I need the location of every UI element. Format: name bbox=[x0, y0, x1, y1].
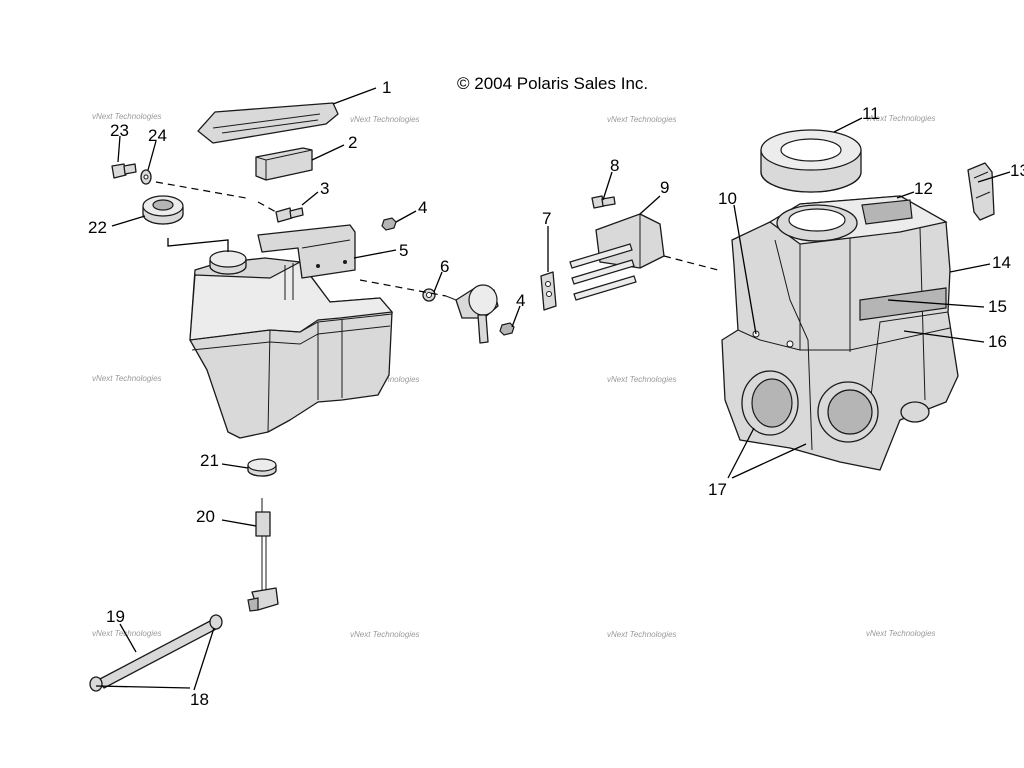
part-clamp-18a bbox=[89, 676, 103, 692]
part-clip-7 bbox=[540, 271, 557, 311]
part-grommet-21 bbox=[247, 458, 277, 477]
callout-11: 11 bbox=[862, 104, 880, 123]
callout-17: 17 bbox=[708, 480, 727, 499]
part-washer-24 bbox=[140, 169, 152, 185]
watermark: vNext Technologies bbox=[607, 630, 677, 639]
watermark: vNext Technologies bbox=[607, 375, 677, 384]
copyright-text: © 2004 Polaris Sales Inc. bbox=[457, 74, 648, 93]
watermark: vNext Technologies bbox=[607, 115, 677, 124]
part-bolt-8 bbox=[591, 195, 616, 209]
part-cover bbox=[197, 102, 339, 144]
callout-23: 23 bbox=[110, 121, 129, 140]
callouts: 1 2 3 4 5 6 4 7 8 9 10 11 12 13 14 15 16… bbox=[88, 78, 1024, 709]
part-bracket-5 bbox=[257, 224, 356, 300]
part-cap bbox=[142, 195, 184, 225]
callout-7: 7 bbox=[542, 209, 551, 228]
part-bracket-9 bbox=[569, 213, 665, 301]
part-nut-4b bbox=[499, 322, 515, 336]
part-grommet-6 bbox=[422, 288, 436, 302]
callout-22: 22 bbox=[88, 218, 107, 237]
callout-9: 9 bbox=[660, 178, 669, 197]
part-nut-4a bbox=[381, 217, 397, 231]
callout-14: 14 bbox=[992, 253, 1011, 272]
part-bolt-23 bbox=[111, 163, 137, 179]
part-bolt-3 bbox=[275, 207, 304, 223]
callout-6: 6 bbox=[440, 257, 449, 276]
callout-4b: 4 bbox=[516, 291, 525, 310]
watermark: vNext Technologies bbox=[92, 374, 162, 383]
callout-21: 21 bbox=[200, 451, 219, 470]
callout-12: 12 bbox=[914, 179, 933, 198]
part-pickup-20 bbox=[247, 498, 279, 612]
part-clip-13 bbox=[967, 162, 995, 221]
watermark: vNext Technologies bbox=[350, 115, 420, 124]
watermark: vNext Technologies bbox=[866, 114, 936, 123]
callout-20: 20 bbox=[196, 507, 215, 526]
callout-1: 1 bbox=[382, 78, 391, 97]
callout-10: 10 bbox=[718, 189, 737, 208]
part-sensor bbox=[445, 284, 499, 344]
part-clamp-18b bbox=[209, 614, 223, 630]
part-oil-tank bbox=[189, 250, 394, 439]
callout-13: 13 bbox=[1010, 161, 1024, 180]
watermark: vNext Technologies bbox=[350, 630, 420, 639]
callout-3: 3 bbox=[320, 179, 329, 198]
callout-2: 2 bbox=[348, 133, 357, 152]
callout-15: 15 bbox=[988, 297, 1007, 316]
callout-8: 8 bbox=[610, 156, 619, 175]
watermark: vNext Technologies bbox=[92, 629, 162, 638]
callout-24: 24 bbox=[148, 126, 167, 145]
watermark: vNext Technologies bbox=[92, 112, 162, 121]
leader-lines bbox=[95, 87, 1011, 691]
callout-16: 16 bbox=[988, 332, 1007, 351]
part-seal-ring-11 bbox=[760, 129, 862, 193]
part-airbox bbox=[721, 195, 959, 471]
watermark: vNext Technologies bbox=[866, 629, 936, 638]
callout-5: 5 bbox=[399, 241, 408, 260]
callout-18: 18 bbox=[190, 690, 209, 709]
callout-4a: 4 bbox=[418, 198, 427, 217]
callout-19: 19 bbox=[106, 607, 125, 626]
part-foam-block bbox=[255, 147, 313, 181]
